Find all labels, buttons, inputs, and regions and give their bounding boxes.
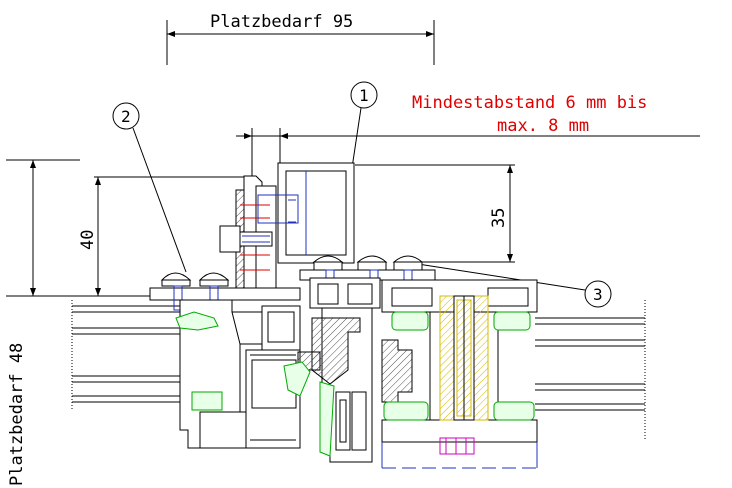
callout-2 (112, 102, 187, 273)
callout-1-label: 1 (359, 86, 369, 105)
box-profile (277, 162, 355, 264)
callout-1 (350, 81, 378, 169)
dimension-40-label: 40 (78, 230, 98, 250)
top-dimension (166, 20, 435, 65)
callout-3-label: 3 (593, 285, 603, 304)
dimension-35 (355, 164, 515, 263)
left-dimension-label: Platzbedarf 48 (7, 343, 27, 486)
callout-3 (404, 261, 612, 308)
callout-2-label: 2 (121, 107, 131, 126)
right-glazing (535, 300, 646, 440)
gaskets (175, 311, 535, 457)
base-plate (149, 272, 301, 311)
gap-dimension (236, 128, 700, 176)
distance-note-line2: max. 8 mm (497, 116, 589, 136)
hatched-inserts (297, 317, 413, 403)
bottom-fastener (381, 437, 538, 469)
left-dimension (6, 159, 80, 297)
insulation-core (439, 295, 489, 421)
distance-note-line1: Mindestabstand 6 mm bis (412, 93, 647, 113)
dimension-35-label: 35 (489, 208, 509, 228)
left-frame (179, 299, 301, 449)
top-dimension-label: Platzbedarf 95 (210, 12, 353, 32)
